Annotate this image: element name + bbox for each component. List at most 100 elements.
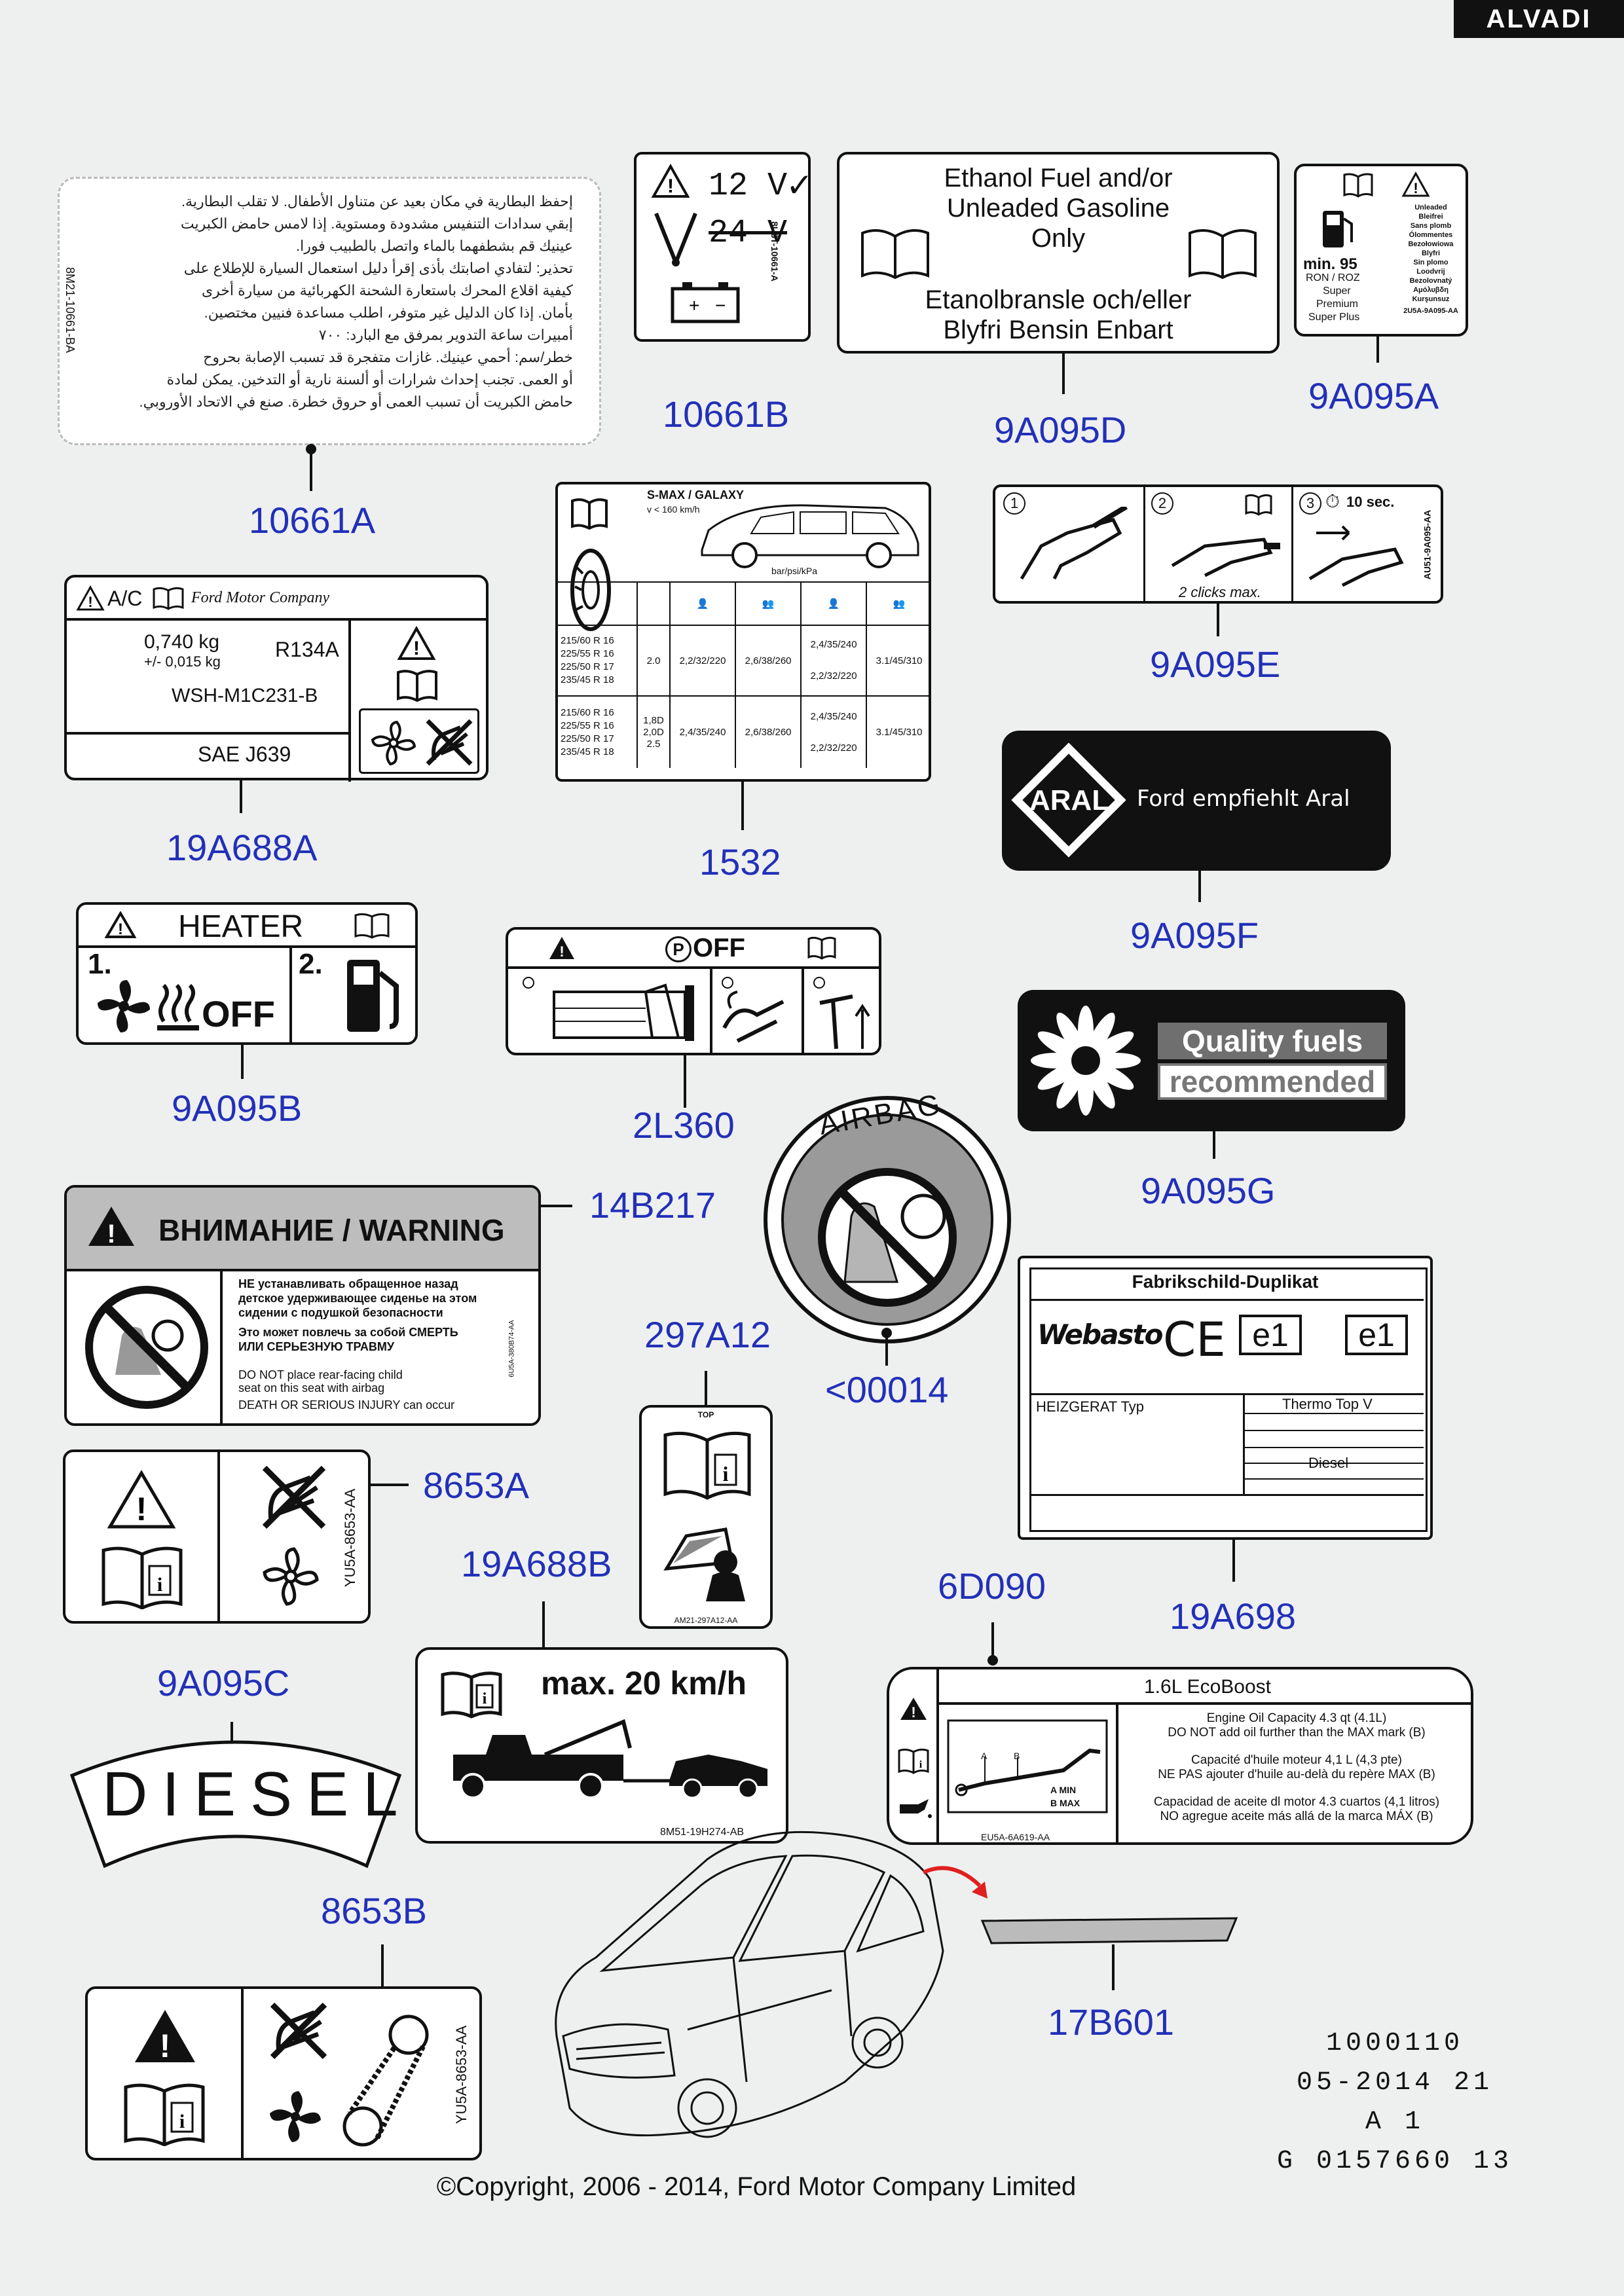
leader-line (381, 1944, 384, 1986)
tyre-size: 225/50 R 17 (561, 733, 614, 744)
arabic-line: خطر/سم: أحمي عينيك. غازات متفجرة قد تسبب… (203, 349, 573, 365)
lang-line: Bleifrei (1418, 213, 1443, 221)
manual-book-icon (1245, 494, 1272, 516)
part-label-6D090: 6D090 (938, 1565, 1046, 1607)
oil-line: Capacité d'huile moteur 4,1 L (4,3 pte) (1191, 1753, 1402, 1767)
part-label-9A095D: 9A095D (994, 409, 1127, 450)
warning-header (67, 1188, 538, 1271)
manual-info-icon: i (441, 1671, 502, 1719)
refuel-clicks: 2 clicks max. (1179, 584, 1261, 600)
warning-triangle-icon: ! (105, 911, 136, 938)
heater-title: HEATER (178, 909, 304, 944)
warning-triangle-icon: ! (651, 164, 690, 198)
belt-code: YU5A-8653-AA (453, 2025, 470, 2124)
leader-line (1376, 337, 1379, 363)
part-label-9A095A: 9A095A (1308, 375, 1439, 416)
leader-line (1217, 604, 1219, 636)
part-label-10661B: 10661B (663, 393, 790, 435)
tow-truck-icon (434, 1719, 767, 1799)
part-label-19A688B: 19A688B (461, 1543, 612, 1584)
divider (67, 618, 486, 621)
arabic-line: إبقي سدادات التنفيس مشدودة ومستوية. إذا … (180, 215, 573, 232)
lang-line: Ólommentes (1409, 231, 1453, 239)
decal-fan-belt-a: ! i YU5A-8653-AA (63, 1449, 371, 1624)
quality-line-2: recommended (1158, 1063, 1387, 1100)
dipstick-bmax: B MAX (1050, 1798, 1080, 1808)
tow-code: 8M51-19H274-AB (660, 1827, 745, 1838)
no-hand-icon (270, 2002, 327, 2060)
divider (710, 966, 712, 1055)
aral-logo: ARAL (1029, 784, 1110, 816)
red-arrow-icon (922, 1866, 987, 1899)
dipstick-amin: A MIN (1050, 1785, 1077, 1795)
load-icon: 👤 (669, 581, 737, 626)
svg-text:i: i (919, 1759, 923, 1770)
drawing-info: 1000110 05-2014 21 A 1 G 0157660 13 (1244, 2024, 1545, 2181)
divider (348, 618, 351, 782)
leader-line (541, 1205, 572, 1207)
indicator-circle (813, 977, 825, 989)
leader-line (684, 1055, 686, 1108)
manual-info-icon: i (124, 2083, 205, 2146)
divider (67, 732, 350, 735)
part-label-14B217: 14B217 (589, 1184, 716, 1226)
load-icon: 👥 (735, 581, 802, 626)
webasto-logo: Webasto (1037, 1319, 1163, 1351)
tyre-engine-b: 1,8D 2,0D 2.5 (637, 695, 671, 768)
arabic-line: بأمان. إذا كان الدليل غير متوفر، اطلب مس… (204, 304, 573, 321)
part-label-00014: <00014 (825, 1369, 949, 1410)
fuel-pump-icon (347, 960, 399, 1032)
warning-russian: НЕ устанавливать обращенное назад детско… (238, 1277, 477, 1354)
step-number: 1 (1003, 492, 1025, 515)
tyre-table: 👤 👥 👤 👥 215/60 R 16 225/55 R 16 225/50 R… (558, 581, 931, 768)
decal-airbag-warning: ! ВНИМАНИЕ / WARNING НЕ устанавливать об… (64, 1185, 541, 1426)
ethanol-line-2: Unleaded Gasoline (946, 194, 1170, 223)
heat-waves-icon (157, 983, 199, 1030)
fan-icon (98, 980, 150, 1032)
leader-line (240, 780, 242, 813)
warning-line: DO NOT place rear-facing child (238, 1368, 403, 1381)
manual-book-icon (807, 936, 836, 960)
divider (1243, 1413, 1424, 1414)
fuel-super: Super (1323, 285, 1351, 297)
svg-text:!: ! (136, 1491, 147, 1527)
refuel-code: AU51-9A095-AA (1422, 509, 1433, 580)
svg-text:!: ! (1413, 180, 1418, 196)
fuel-premium: Premium (1316, 299, 1359, 310)
manual-book-icon (571, 498, 608, 530)
warning-triangle-icon: ! (135, 2010, 195, 2064)
svg-text:!: ! (118, 920, 123, 938)
warning-triangle-icon: ! (76, 585, 105, 611)
ce-mark: CE (1163, 1312, 1226, 1367)
fabrik-thermo: Thermo Top V (1282, 1396, 1373, 1412)
divider (217, 1452, 220, 1621)
quality-line-1: Quality fuels (1158, 1023, 1387, 1059)
oil-line: NE PAS ajouter d'huile au-delà du repère… (1158, 1768, 1435, 1781)
part-label-9A095B: 9A095B (172, 1087, 303, 1129)
divider (1243, 1478, 1424, 1480)
diesel-text: DIESEL (102, 1759, 413, 1829)
top-text: TOP (697, 1410, 714, 1419)
tyre-size: 225/55 R 16 (561, 648, 614, 659)
ac-spec: WSH-M1C231-B (172, 685, 318, 706)
load-icon: 👤 (800, 581, 868, 626)
tyre-value: 3.1/45/310 (866, 625, 931, 697)
arabic-code: 8M21-10661-BA (64, 266, 77, 354)
tyre-value: 2,6/38/260 (735, 695, 802, 768)
ac-tolerance: +/- 0,015 kg (144, 653, 221, 670)
divider (1143, 487, 1145, 601)
lang-line: Bezolovnatý (1409, 277, 1452, 285)
leader-line (1112, 1944, 1115, 1990)
decal-aral: ARAL Ford empfiehlt Aral (1002, 731, 1391, 871)
parking-p: P (665, 936, 692, 962)
leader-line (705, 1371, 707, 1405)
leader-dot (987, 1655, 998, 1666)
ethanol-line-5: Blyfri Bensin Enbart (943, 316, 1173, 344)
warning-line: Это может повлечь за собой СМЕРТЬ (238, 1326, 458, 1339)
svg-text:i: i (483, 1690, 487, 1707)
ac-sae: SAE J639 (198, 742, 291, 766)
decal-fabrikschild: Fabrikschild-Duplikat Webasto CE e1 e1 H… (1018, 1256, 1433, 1540)
leader-line (885, 1333, 888, 1366)
no-hand-icon (426, 719, 473, 766)
